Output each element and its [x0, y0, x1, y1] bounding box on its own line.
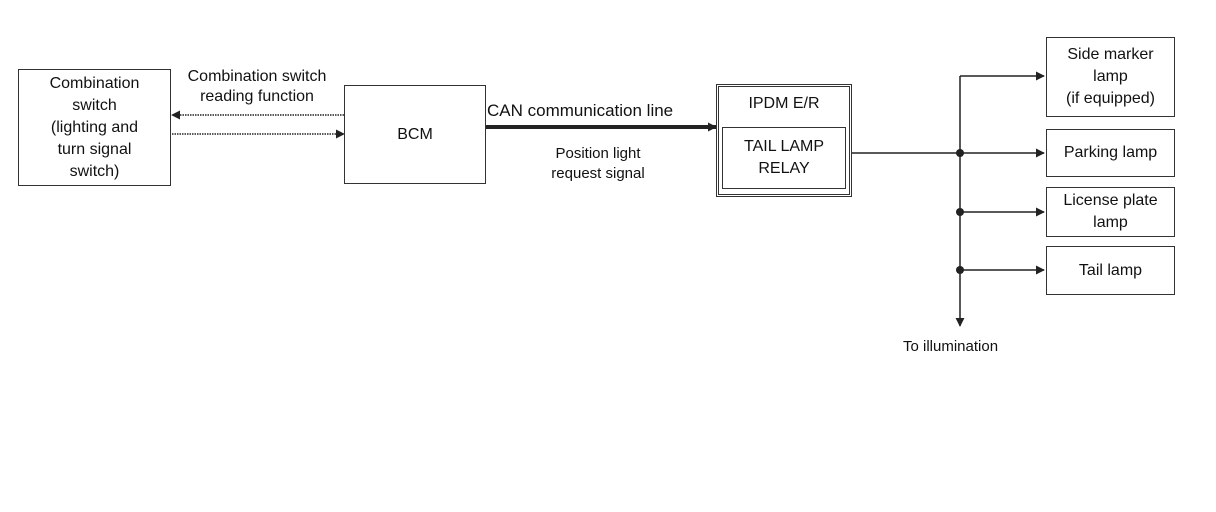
parking-lamp-block: Parking lamp — [1046, 129, 1175, 177]
tail-lamp-relay-block: TAIL LAMP RELAY — [722, 127, 846, 189]
junction-dot — [956, 149, 964, 157]
can-line-label: CAN communication line — [487, 101, 674, 120]
license-plate-lamp-block: License plate lamp — [1046, 187, 1175, 237]
position-request-label: Position light request signal — [551, 145, 645, 182]
to-illumination-label: To illumination — [903, 338, 999, 355]
side-marker-lamp-block: Side marker lamp (if equipped) — [1046, 37, 1175, 117]
reading-function-label: Combination switch reading function — [187, 68, 327, 105]
combination-switch-block: Combination switch (lighting and turn si… — [18, 69, 171, 186]
tail-lamp-block: Tail lamp — [1046, 246, 1175, 295]
ipdm-title: IPDM E/R — [748, 95, 820, 112]
bcm-block: BCM — [344, 85, 486, 184]
junction-dot — [956, 208, 964, 216]
junction-dot — [956, 266, 964, 274]
